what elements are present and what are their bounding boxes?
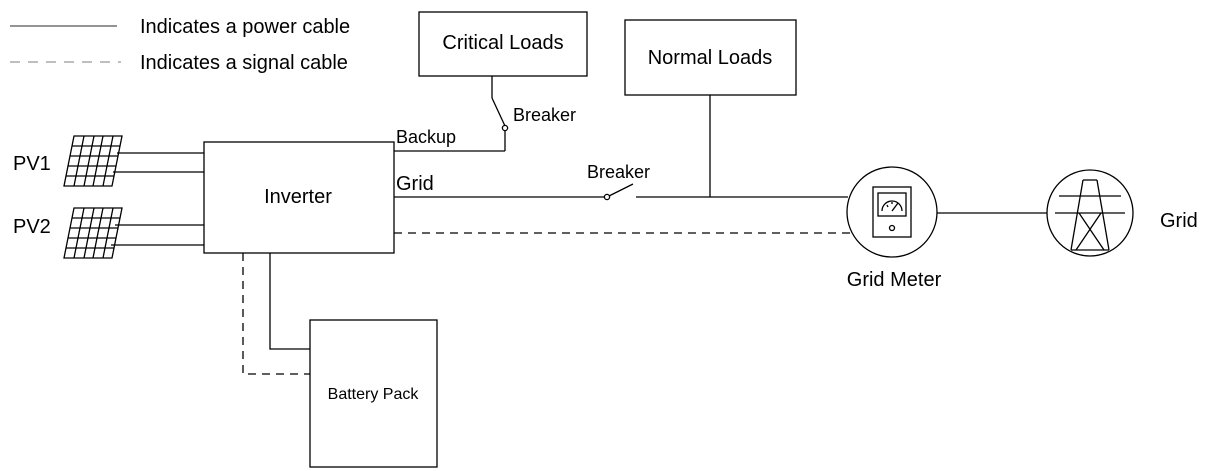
pv2-label: PV2	[13, 216, 51, 238]
battery-power-cable	[269, 253, 310, 350]
battery-pack-box	[309, 319, 438, 468]
critical-loads-box	[418, 11, 588, 77]
grid-label: Grid	[1160, 210, 1198, 232]
breaker-switch-icon	[491, 97, 509, 132]
breaker-backup-label: Breaker	[513, 105, 576, 125]
transmission-tower-icon	[1046, 169, 1134, 257]
legend-power-label: Indicates a power cable	[140, 16, 350, 38]
pv1-label: PV1	[13, 153, 51, 175]
pv-cables	[111, 152, 204, 246]
battery-pack-label: Battery Pack	[328, 386, 420, 403]
grid-port-label: Grid	[396, 173, 434, 195]
backup-label: Backup	[396, 127, 456, 147]
breaker-switch-icon	[603, 183, 634, 201]
critical-loads-label: Critical Loads	[442, 32, 563, 54]
meter-icon	[846, 166, 938, 258]
legend: Indicates a power cable Indicates a sign…	[10, 16, 350, 74]
normal-loads-label: Normal Loads	[648, 47, 773, 69]
grid-meter-label: Grid Meter	[847, 269, 942, 291]
backup-cable	[394, 76, 506, 152]
breaker-grid-label: Breaker	[587, 162, 650, 182]
solar-panel-icon	[63, 207, 123, 259]
normal-loads-box	[624, 19, 797, 96]
solar-panel-icon	[63, 135, 123, 187]
inverter-label: Inverter	[264, 186, 332, 208]
legend-signal-label: Indicates a signal cable	[140, 52, 348, 74]
battery-signal-cable	[242, 253, 310, 375]
inverter-box	[203, 141, 395, 254]
